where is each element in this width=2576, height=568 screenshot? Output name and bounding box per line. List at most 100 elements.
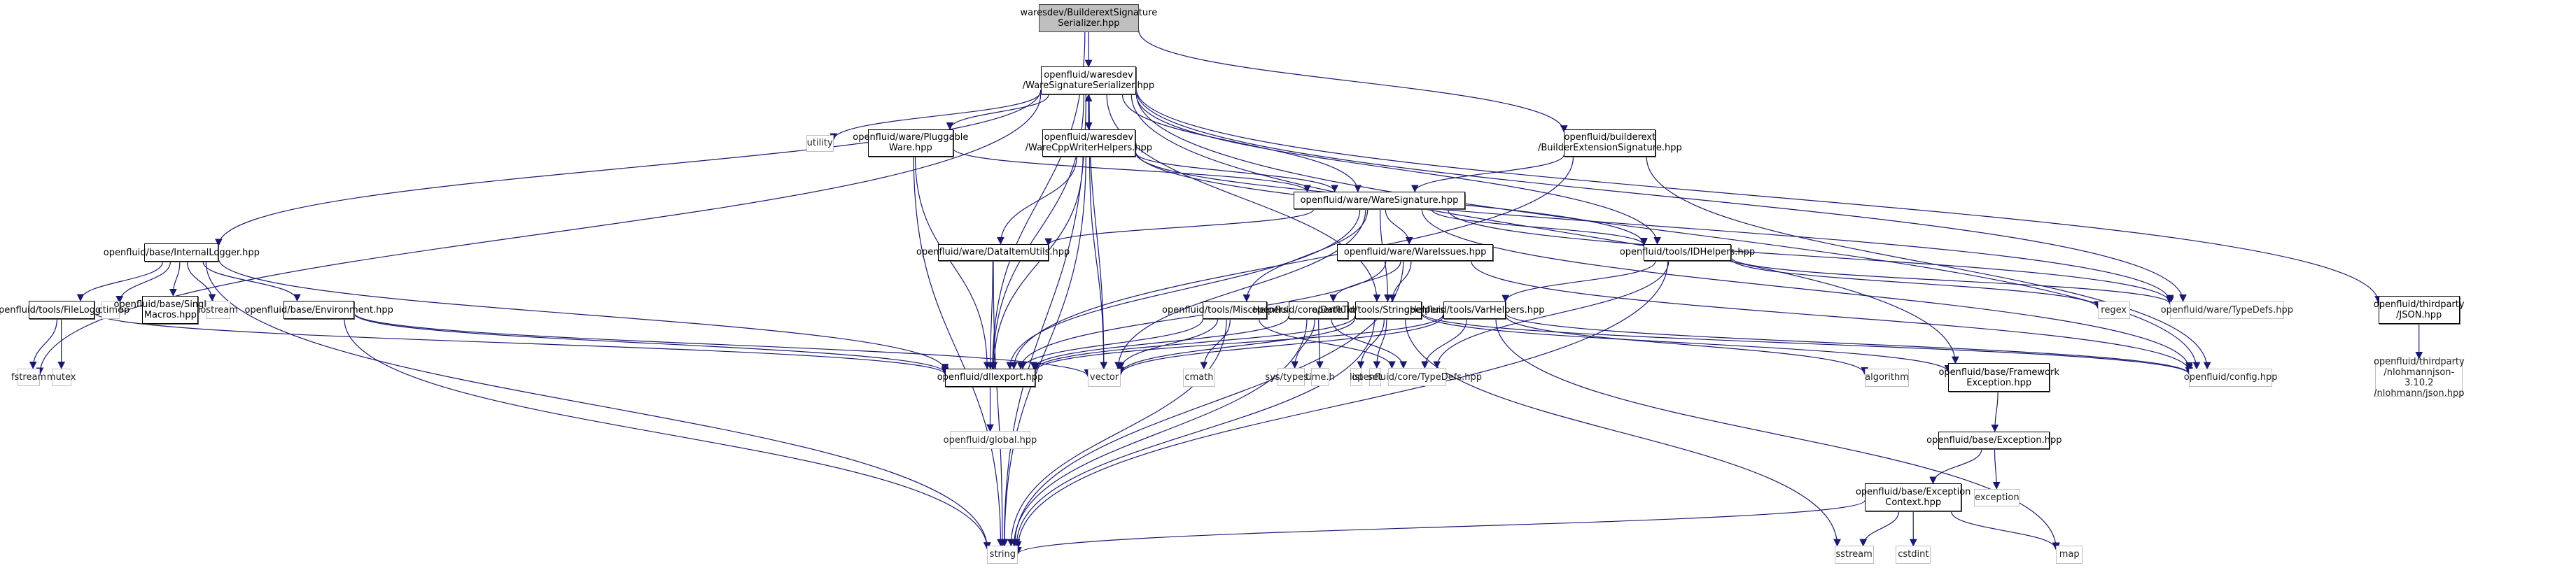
graph-node-ctime: ctime [98,301,123,319]
graph-edge-wss-to-config [1135,93,2201,370]
graph-node-ec[interactable]: openfluid/base/Exception Context.hpp [1856,483,1970,511]
graph-node-label: openfluid/global.hpp [943,434,1037,446]
graph-node-ws[interactable]: openfluid/ware/WareSignature.hpp [1293,192,1466,210]
graph-edge-vh-to-dll [1031,314,1444,372]
graph-edge-env-to-vector [354,313,1092,377]
graph-edge-wcwh-to-dll [990,156,1084,370]
graph-node-label: openfluid/tools/IDHelpers.hpp [1619,247,1756,258]
graph-edge-wss-to-utility [830,92,1042,141]
graph-edge-pw-to-string [913,156,1004,547]
graph-node-label: openfluid/ware/WareIssues.hpp [1343,247,1487,258]
graph-node-label: openfluid/base/Singleton Macros.hpp [113,299,227,320]
graph-node-config: openfluid/config.hpp [2184,369,2278,387]
graph-node-label: time.h [1305,371,1335,383]
graph-node-bes[interactable]: openfluid/builderext /BuilderExtensionSi… [1538,129,1682,157]
graph-edge-idh-to-regex [1730,258,2101,309]
graph-node-label: sstream [1835,549,1872,560]
graph-node-sh[interactable]: openfluid/tools/StringHelpers.hpp [1312,301,1465,319]
graph-edge-sh-to-string [1012,318,1376,547]
graph-node-fe[interactable]: openfluid/base/Framework Exception.hpp [1938,363,2059,392]
graph-node-utility: utility [806,134,834,152]
graph-node-wss[interactable]: openfluid/waresdev /WareSignatureSeriali… [1023,66,1154,95]
graph-edge-sh-to-vector [1116,318,1356,375]
graph-edge-exc-to-exception [1992,448,2001,490]
graph-node-label: openfluid/waresdev /WareCppWriterHelpers… [1025,132,1152,154]
graph-node-sm[interactable]: openfluid/base/Singleton Macros.hpp [113,295,227,325]
graph-node-wcwh[interactable]: openfluid/waresdev /WareCppWriterHelpers… [1026,129,1152,157]
graph-edge-diu-to-dll [986,261,995,370]
graph-edge-ws-to-vector [1114,209,1366,370]
graph-node-label: regex [2101,304,2127,315]
graph-edge-il-to-fl [76,261,164,302]
graph-node-wi[interactable]: openfluid/ware/WareIssues.hpp [1337,243,1494,262]
graph-node-env[interactable]: openfluid/base/Environment.hpp [244,301,393,319]
graph-node-label: iostream [197,304,238,315]
graph-node-label: list [1349,371,1364,383]
graph-node-sstream: sstream [1834,546,1874,564]
graph-edge-ws-to-diu [1044,209,1315,246]
graph-node-vector: vector [1088,369,1121,387]
graph-edge-mh-to-string [1007,318,1227,547]
graph-node-exc[interactable]: openfluid/base/Exception.hpp [1926,431,2062,449]
graph-node-label: openfluid/base/Environment.hpp [244,304,393,315]
graph-node-timeh: time.h [1306,368,1335,387]
graph-edge-il-to-iostream [186,261,216,302]
graph-node-fstream: fstream [11,368,46,387]
graph-edge-ws-to-dll [1006,209,1361,370]
graph-node-label: set [1368,371,1382,383]
graph-node-label: ctime [97,304,124,315]
graph-node-json[interactable]: openfluid/thirdparty /JSON.hpp [2374,295,2465,324]
graph-node-cstdint: cstdint [1896,546,1931,564]
graph-edge-idh-to-vh [1502,261,1656,303]
graph-node-dll[interactable]: openfluid/dllexport.hpp [937,369,1043,387]
graph-node-fl[interactable]: openfluid/tools/FileLogger.hpp [0,301,130,319]
graph-edge-bes-to-dll [1010,157,1574,370]
graph-node-label: mutex [46,371,76,383]
graph-edge-ws-to-idh [1431,209,1648,246]
graph-node-cmath: cmath [1182,369,1216,387]
graph-node-root[interactable]: waresdev/BuilderextSignature Serializer.… [1020,4,1157,32]
graph-edge-pw-to-dll [914,156,991,370]
graph-edge-wcwh-to-string [1000,156,1086,547]
graph-edge-wss-to-fstream [36,94,1042,376]
graph-edge-wss-to-json [1135,89,2382,304]
graph-edge-dt-to-ctd [1331,318,1408,369]
graph-node-vh[interactable]: openfluid/tools/VarHelpers.hpp [1404,301,1545,319]
graph-edge-wi-to-sh [1388,261,1412,302]
graph-node-set: set [1368,368,1382,387]
graph-node-label: openfluid/base/Framework Exception.hpp [1938,367,2059,388]
graph-edge-sh-to-sstream [1405,318,1841,547]
graph-edge-il-to-ctime [115,261,172,304]
graph-node-label: vector [1089,372,1119,383]
graph-node-diu[interactable]: openfluid/ware/DataItemUtils.hpp [916,243,1070,262]
graph-edge-idh-to-ctd [1433,261,1670,369]
graph-node-label: openfluid/waresdev /WareSignatureSeriali… [1022,70,1155,92]
graph-node-label: openfluid/base/Exception.hpp [1926,434,2062,446]
graph-edge-exc-to-ec [1929,448,1982,485]
graph-node-dt[interactable]: openfluid/core/DateTime.hpp [1252,301,1385,319]
graph-edge-fe-to-exc [1991,391,1999,432]
graph-edge-wcwh-to-vector [1089,156,1108,370]
graph-node-label: openfluid/base/Exception Context.hpp [1855,487,1971,508]
graph-edge-sh-to-dll [1031,315,1356,371]
graph-node-label: openfluid/core/TypeDefs.hpp [1352,371,1483,383]
graph-node-label: openfluid/ware/Pluggable Ware.hpp [853,132,969,154]
graph-node-pw[interactable]: openfluid/ware/Pluggable Ware.hpp [853,129,968,157]
graph-node-label: cmath [1184,372,1214,383]
graph-edge-dt-to-string [1010,318,1308,547]
graph-node-label: map [2059,549,2080,560]
graph-node-iostream: iostream [198,301,238,319]
graph-node-label: sys/types.h [1265,371,1317,383]
graph-node-exception: exception [1974,488,2020,506]
graph-node-mh[interactable]: openfluid/tools/MiscHelpers.hpp [1162,301,1308,319]
graph-edge-root-to-bes [1138,30,1568,133]
graph-node-idh[interactable]: openfluid/tools/IDHelpers.hpp [1620,243,1755,262]
graph-edge-wcwh-to-diu [997,156,1077,245]
graph-node-label: exception [1975,492,2019,503]
graph-edge-vh-to-config [1505,313,2193,375]
graph-node-il[interactable]: openfluid/base/InternalLogger.hpp [104,243,260,262]
graph-edge-sh-to-set [1373,318,1387,369]
graph-node-wtd: openfluid/ware/TypeDefs.hpp [2161,301,2293,319]
graph-edge-wcwh-to-ws [1135,152,1338,193]
graph-edge-vh-to-map [1495,318,2060,551]
